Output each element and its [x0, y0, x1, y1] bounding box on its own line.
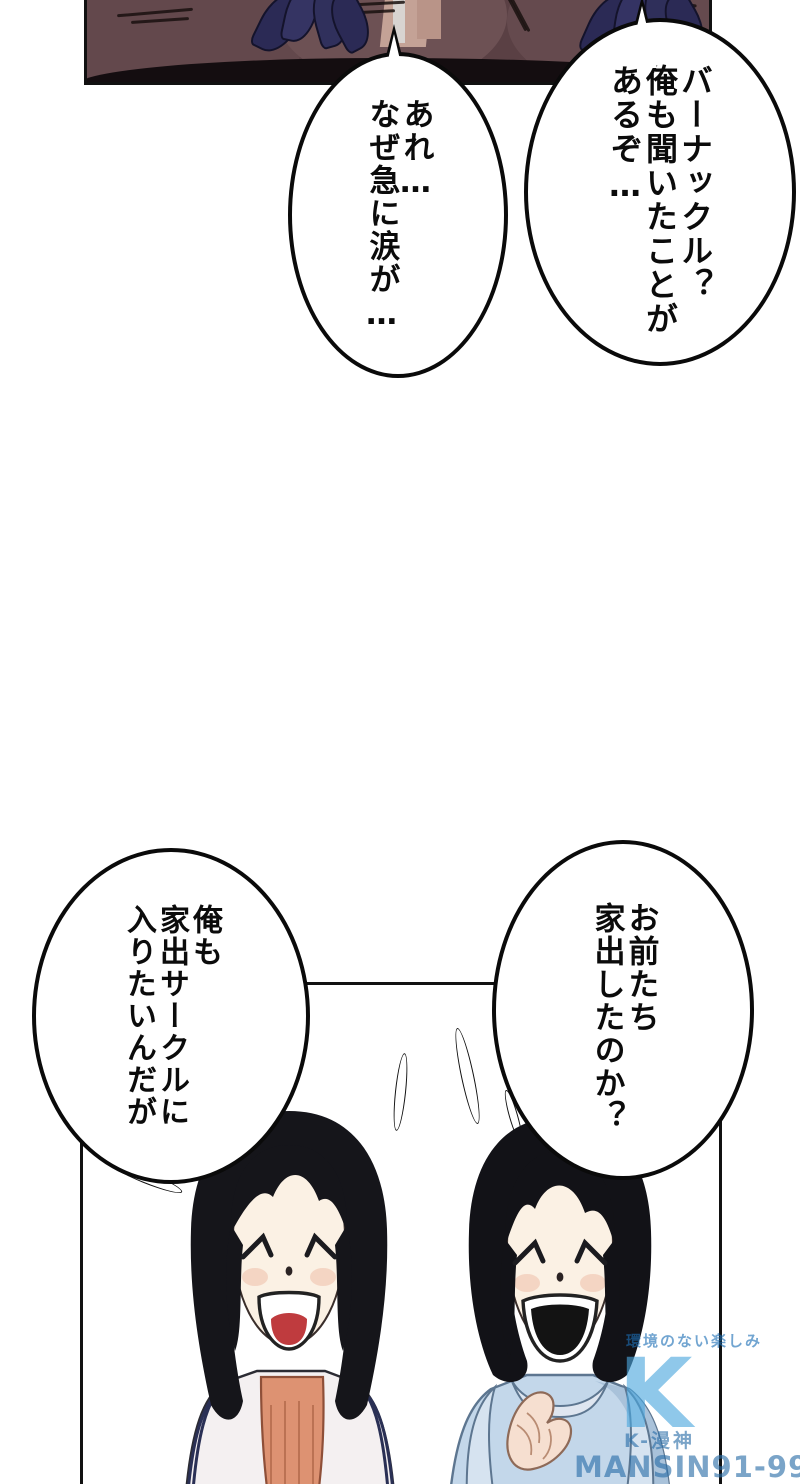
sailor-ribbon-left [248, 0, 380, 60]
laugh-mark [450, 1026, 485, 1126]
bubble-line: あるぞ… [606, 64, 644, 206]
cheek-blush [514, 1274, 540, 1292]
nose [285, 1266, 293, 1276]
bubble-line: お前たち [622, 902, 659, 1034]
hair-bangs [230, 1145, 348, 1233]
hair-bangs [504, 1151, 616, 1247]
bubble-line: 家出サークルに [154, 904, 189, 1128]
hood-left [465, 1383, 498, 1484]
finger-line [542, 1428, 552, 1460]
bubble-line: バーナックル？ [676, 64, 714, 302]
finger-line [516, 1424, 533, 1456]
hair-side-strand [603, 1239, 620, 1359]
collar-stripe [367, 1396, 394, 1484]
mouth-cavity [531, 1304, 589, 1355]
eye-closed-right [574, 1238, 608, 1266]
eye-closed-left [240, 1232, 274, 1260]
speech-bubble-tail-tears-fill [381, 34, 407, 90]
hair-side-strand [226, 1225, 243, 1351]
collar-stripe [187, 1396, 215, 1484]
eye-closed-left [512, 1238, 546, 1266]
finger-line [526, 1412, 541, 1444]
eye-closed-right [304, 1232, 338, 1260]
tongue [271, 1313, 307, 1345]
hair-side-strand [335, 1225, 352, 1351]
cheek-blush [310, 1268, 336, 1286]
neck-skin-gap-right [417, 0, 441, 39]
bubble-line: なぜ急に涙が… [363, 98, 400, 334]
speech-bubble-barnacle: バーナックル？ 俺も聞いたことが あるぞ… [524, 18, 796, 366]
bubble-line: あれ… [397, 98, 434, 202]
nose [556, 1272, 564, 1282]
speech-bubble-tears: あれ… なぜ急に涙が… [288, 52, 508, 378]
hood-right [622, 1383, 655, 1484]
bubble-line: 俺も聞いたことが [641, 64, 679, 336]
bubble-line: 俺も [187, 904, 222, 968]
bubble-line: 家出したのか？ [588, 902, 625, 1133]
laughing-girl-long-hair [185, 1111, 395, 1484]
turtleneck [259, 1375, 325, 1484]
bubble-line: 入りたいんだが [121, 904, 156, 1128]
laughing-girl-bob-hair [450, 1117, 670, 1484]
cheek-blush [580, 1274, 606, 1292]
speech-bubble-tail-barnacle-fill [627, 6, 657, 68]
speech-bubble-join-circle: 俺も 家出サークルに 入りたいんだが [32, 848, 310, 1184]
hair-side-strand [500, 1239, 517, 1359]
cheek-blush [242, 1268, 268, 1286]
speech-bubble-ran-away-question: お前たち 家出したのか？ [492, 840, 754, 1180]
